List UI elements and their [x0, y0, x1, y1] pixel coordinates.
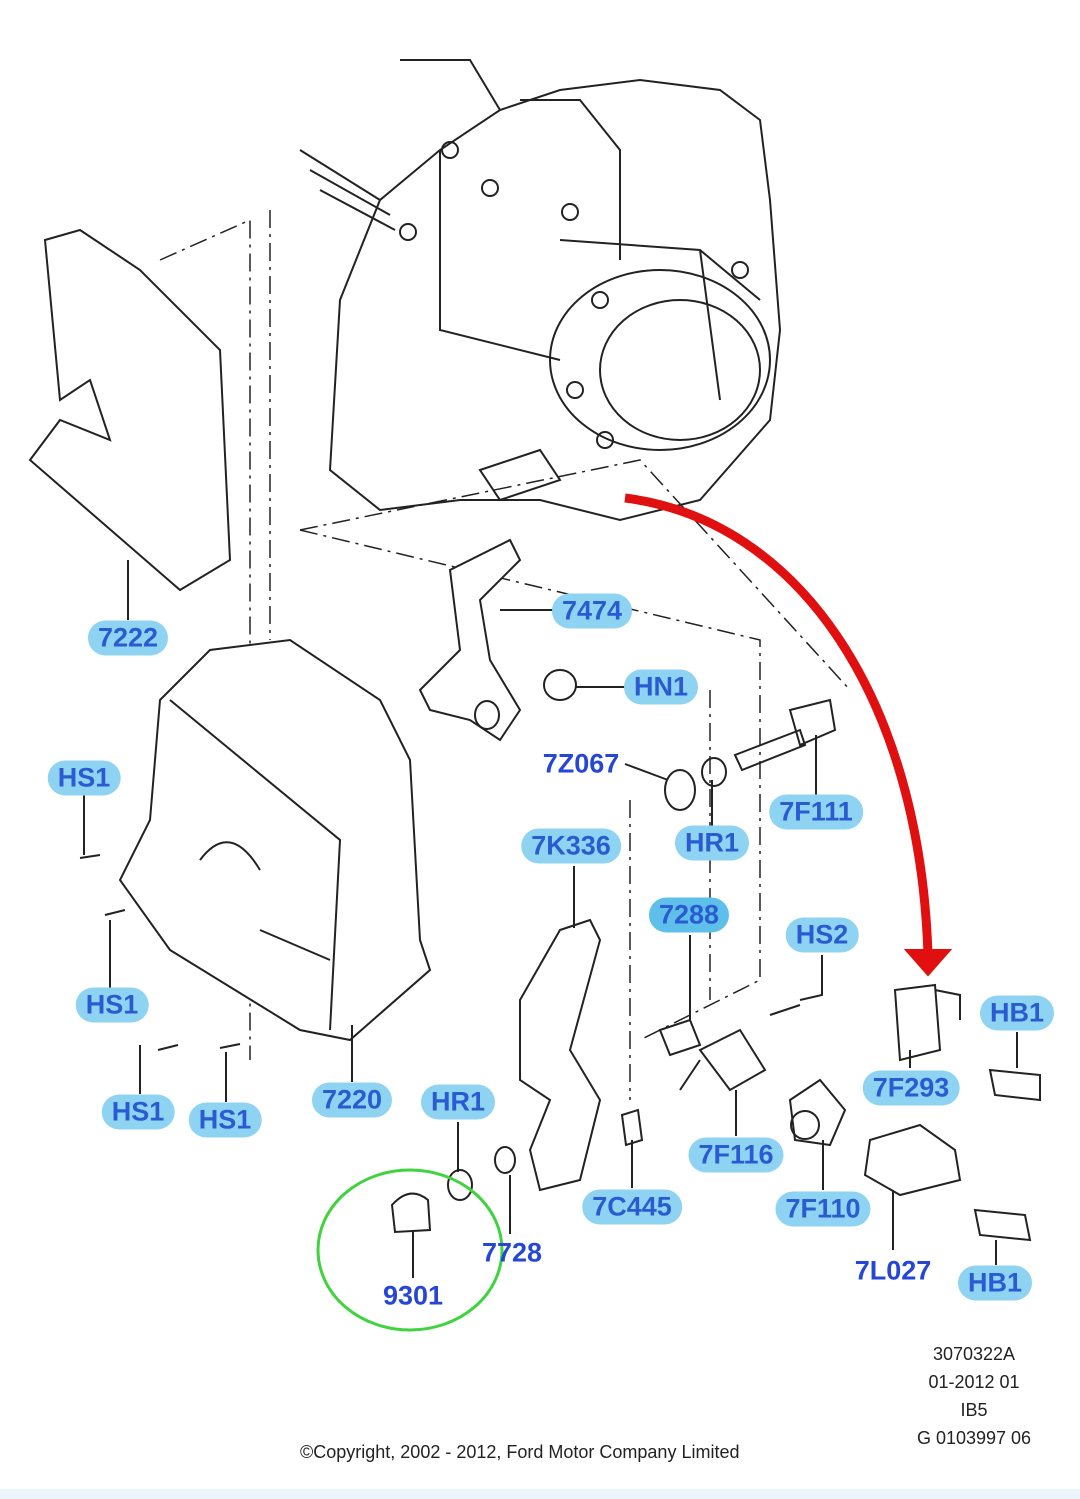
red-callout-arrow — [624, 493, 933, 956]
label-hs1[interactable]: HS1 — [75, 987, 149, 1023]
label-hb1[interactable]: HB1 — [957, 1265, 1033, 1301]
drawing-number: 3070322A — [932, 1344, 1016, 1364]
copyright-notice: ©Copyright, 2002 - 2012, Ford Motor Comp… — [300, 1442, 740, 1462]
part-7f293 — [893, 983, 961, 1062]
bottom-bar — [0, 1489, 1080, 1499]
label-7z067[interactable]: 7Z067 — [542, 748, 620, 779]
part-7222-cover — [28, 228, 232, 592]
part-7f111-bolt — [733, 698, 837, 772]
label-hs1[interactable]: HS1 — [188, 1102, 262, 1138]
part-7l027 — [863, 1123, 962, 1197]
part-hr1-ring — [701, 757, 727, 787]
part-7f116 — [679, 1028, 767, 1092]
label-7f110[interactable]: 7F110 — [775, 1191, 871, 1227]
label-hr1[interactable]: HR1 — [674, 825, 750, 861]
label-9301[interactable]: 9301 — [382, 1280, 444, 1311]
label-7220[interactable]: 7220 — [311, 1082, 393, 1118]
part-7288 — [658, 1018, 702, 1057]
part-hn1-nut — [543, 669, 577, 701]
label-7c445[interactable]: 7C445 — [582, 1189, 682, 1225]
label-hs2[interactable]: HS2 — [785, 917, 859, 953]
label-7f111[interactable]: 7F111 — [769, 794, 863, 830]
label-7222[interactable]: 7222 — [87, 620, 169, 656]
part-7474-bracket — [418, 538, 522, 742]
label-7728[interactable]: 7728 — [481, 1237, 543, 1268]
assembly-guide-lines — [159, 210, 851, 1100]
part-9301-cap — [390, 1192, 432, 1234]
label-hs1[interactable]: HS1 — [47, 760, 121, 796]
label-hb1[interactable]: HB1 — [979, 995, 1055, 1031]
part-7220-shield — [118, 638, 432, 1042]
label-hr1[interactable]: HR1 — [420, 1084, 496, 1120]
label-hs1[interactable]: HS1 — [101, 1094, 175, 1130]
drawing-date: 01-2012 01 — [928, 1372, 1020, 1392]
label-7288[interactable]: 7288 — [648, 897, 730, 933]
leader-lines — [83, 560, 1018, 1278]
drawing-model: IB5 — [960, 1400, 988, 1420]
part-7z067-bushing — [664, 769, 696, 811]
label-7l027[interactable]: 7L027 — [854, 1255, 932, 1286]
part-7k336-lever — [519, 918, 602, 1192]
drawing-code: G 0103997 06 — [916, 1428, 1032, 1448]
label-7f116[interactable]: 7F116 — [688, 1137, 784, 1173]
part-hr1-washer — [447, 1169, 473, 1201]
highlight-circle-9301 — [316, 1168, 504, 1332]
label-7f293[interactable]: 7F293 — [862, 1070, 960, 1106]
part-7c445 — [620, 1108, 644, 1147]
drawing-reference-block: 3070322A 01-2012 01 IB5 G 0103997 06 — [904, 1340, 1044, 1452]
part-7728-clip — [494, 1146, 516, 1174]
label-7474[interactable]: 7474 — [551, 593, 633, 629]
label-7k336[interactable]: 7K336 — [521, 828, 621, 864]
transmission-housing — [299, 59, 782, 522]
label-hn1[interactable]: HN1 — [623, 669, 699, 705]
